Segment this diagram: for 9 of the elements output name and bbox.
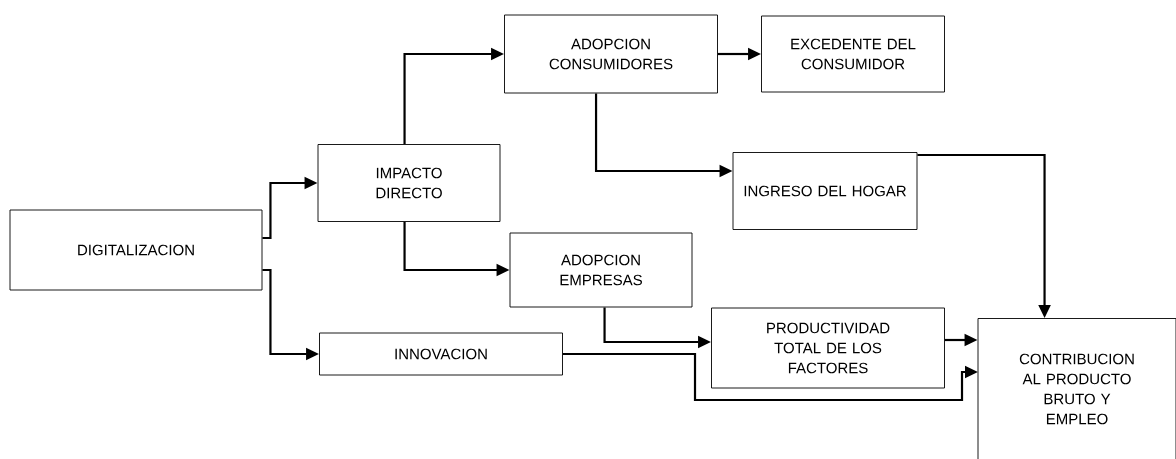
process-box: IMPACTO DIRECTO: [317, 144, 501, 222]
process-box: ADOPCION EMPRESAS: [509, 232, 693, 308]
process-box: INNOVACION: [319, 332, 563, 376]
process-box: INGRESO DEL HOGAR: [732, 152, 918, 230]
process-box: CONTRIBUCION AL PRODUCTO BRUTO Y EMPLEO: [977, 318, 1176, 459]
process-box: EXCEDENTE DEL CONSUMIDOR: [761, 15, 945, 93]
process-box: ADOPCION CONSUMIDORES: [504, 14, 718, 94]
process-box: PRODUCTIVIDAD TOTAL DE LOS FACTORES: [711, 307, 945, 389]
process-box: DIGITALIZACION: [9, 209, 263, 291]
